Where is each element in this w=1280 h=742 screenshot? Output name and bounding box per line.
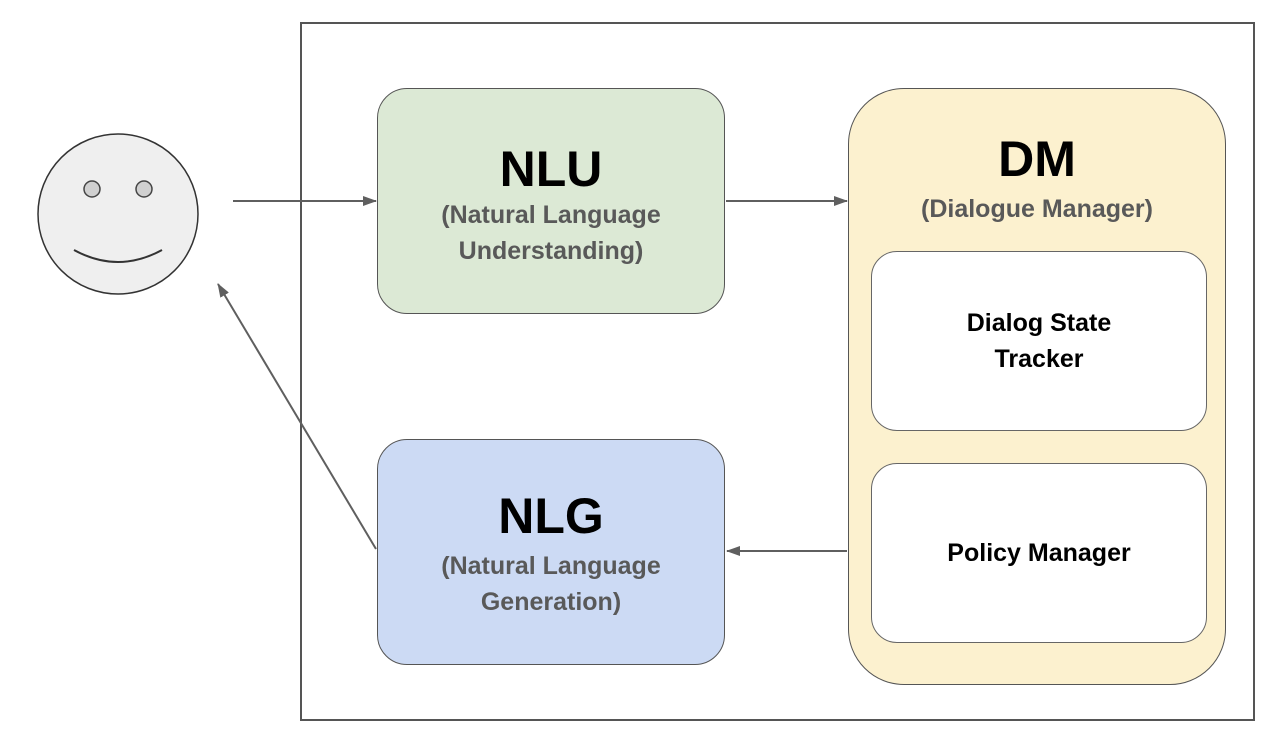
nlg-block: NLG (Natural Language Generation) [377,439,725,665]
nlg-title: NLG [498,488,604,544]
policy-manager-block: Policy Manager [871,463,1207,643]
arrow-nlg-to-user [217,283,377,550]
dialog-state-tracker-label: Dialog State Tracker [966,309,1112,373]
dialog-state-tracker-block: Dialog State Tracker [871,251,1207,431]
dm-subtitle: (Dialogue Manager) [921,195,1153,223]
user-smiley-icon [37,133,199,295]
dm-block: DM (Dialogue Manager) Dialog State Track… [848,88,1226,685]
policy-manager-label: Policy Manager [947,539,1131,567]
nlg-subtitle: (Natural Language Generation) [441,552,661,616]
nlu-block: NLU (Natural Language Understanding) [377,88,725,314]
nlu-title: NLU [499,141,603,197]
nlu-subtitle: (Natural Language Understanding) [441,201,661,265]
dm-title: DM [998,131,1076,187]
